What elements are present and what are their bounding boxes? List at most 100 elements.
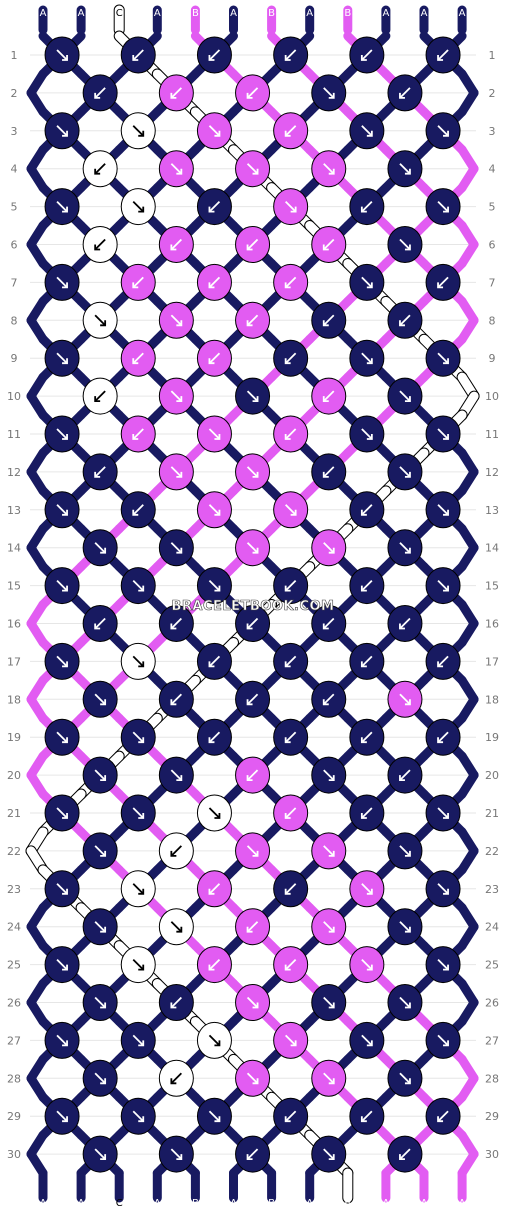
- knot[interactable]: [44, 112, 80, 150]
- knot[interactable]: [425, 36, 461, 74]
- knot[interactable]: [387, 150, 423, 188]
- knot[interactable]: [273, 415, 309, 453]
- knot[interactable]: [273, 642, 309, 680]
- knot[interactable]: [82, 908, 118, 946]
- knot[interactable]: [44, 946, 80, 984]
- knot[interactable]: [158, 226, 194, 263]
- knot[interactable]: [82, 1135, 118, 1173]
- knot[interactable]: [311, 529, 347, 567]
- knot[interactable]: [425, 1021, 461, 1059]
- knot[interactable]: [273, 263, 309, 301]
- knot[interactable]: [158, 908, 194, 946]
- knot[interactable]: [235, 453, 271, 491]
- knot[interactable]: [235, 301, 271, 339]
- knot[interactable]: [387, 1059, 423, 1097]
- knot[interactable]: [311, 150, 347, 188]
- knot[interactable]: [387, 529, 423, 567]
- knot[interactable]: [387, 226, 423, 263]
- knot[interactable]: [387, 756, 423, 794]
- knot[interactable]: [158, 1135, 194, 1173]
- knot[interactable]: [158, 605, 194, 642]
- knot[interactable]: [349, 112, 385, 150]
- knot[interactable]: [273, 794, 309, 832]
- knot[interactable]: [387, 74, 423, 112]
- knot[interactable]: [349, 946, 385, 984]
- knot[interactable]: [349, 870, 385, 908]
- knot[interactable]: [44, 1021, 80, 1059]
- knot[interactable]: [425, 491, 461, 529]
- knot[interactable]: [273, 718, 309, 756]
- knot[interactable]: [387, 605, 423, 642]
- knot[interactable]: [44, 1097, 80, 1135]
- knot[interactable]: [82, 226, 118, 263]
- knot[interactable]: [120, 1021, 156, 1059]
- knot[interactable]: [235, 984, 271, 1021]
- knot[interactable]: [311, 226, 347, 263]
- knot[interactable]: [158, 453, 194, 491]
- knot[interactable]: [44, 415, 80, 453]
- knot[interactable]: [196, 1097, 232, 1135]
- knot[interactable]: [311, 377, 347, 415]
- knot[interactable]: [425, 415, 461, 453]
- knot[interactable]: [273, 1021, 309, 1059]
- knot[interactable]: [120, 642, 156, 680]
- knot[interactable]: [273, 870, 309, 908]
- knot[interactable]: [425, 112, 461, 150]
- knot[interactable]: [387, 908, 423, 946]
- knot[interactable]: [273, 567, 309, 605]
- knot[interactable]: [82, 377, 118, 415]
- knot[interactable]: [349, 642, 385, 680]
- knot[interactable]: [235, 226, 271, 263]
- knot[interactable]: [387, 377, 423, 415]
- knot[interactable]: [311, 74, 347, 112]
- knot[interactable]: [44, 339, 80, 377]
- knot[interactable]: [44, 188, 80, 226]
- knot[interactable]: [82, 150, 118, 188]
- knot[interactable]: [44, 567, 80, 605]
- knot[interactable]: [44, 870, 80, 908]
- knot[interactable]: [273, 112, 309, 150]
- knot[interactable]: [235, 680, 271, 718]
- knot[interactable]: [235, 1059, 271, 1097]
- knot[interactable]: [425, 188, 461, 226]
- knot[interactable]: [158, 377, 194, 415]
- knot[interactable]: [311, 832, 347, 870]
- knot[interactable]: [196, 263, 232, 301]
- knot[interactable]: [82, 984, 118, 1021]
- knot[interactable]: [311, 756, 347, 794]
- knot[interactable]: [311, 605, 347, 642]
- knot[interactable]: [235, 908, 271, 946]
- knot[interactable]: [349, 567, 385, 605]
- knot[interactable]: [311, 908, 347, 946]
- knot[interactable]: [158, 74, 194, 112]
- knot[interactable]: [235, 377, 271, 415]
- knot[interactable]: [158, 756, 194, 794]
- knot[interactable]: [311, 301, 347, 339]
- knot[interactable]: [44, 263, 80, 301]
- knot[interactable]: [273, 36, 309, 74]
- knot[interactable]: [120, 491, 156, 529]
- knot[interactable]: [273, 188, 309, 226]
- knot[interactable]: [425, 263, 461, 301]
- knot[interactable]: [425, 1097, 461, 1135]
- knot[interactable]: [158, 529, 194, 567]
- knot[interactable]: [349, 263, 385, 301]
- knot[interactable]: [120, 794, 156, 832]
- knot[interactable]: [120, 1097, 156, 1135]
- knot[interactable]: [425, 642, 461, 680]
- knot[interactable]: [311, 680, 347, 718]
- knot[interactable]: [158, 150, 194, 188]
- knot[interactable]: [120, 263, 156, 301]
- knot[interactable]: [349, 1021, 385, 1059]
- knot[interactable]: [273, 491, 309, 529]
- knot[interactable]: [387, 1135, 423, 1173]
- knot[interactable]: [349, 188, 385, 226]
- knot[interactable]: [196, 946, 232, 984]
- knot[interactable]: [387, 301, 423, 339]
- knot[interactable]: [425, 339, 461, 377]
- knot[interactable]: [82, 605, 118, 642]
- knot[interactable]: [120, 36, 156, 74]
- knot[interactable]: [311, 984, 347, 1021]
- knot[interactable]: [273, 1097, 309, 1135]
- knot[interactable]: [425, 870, 461, 908]
